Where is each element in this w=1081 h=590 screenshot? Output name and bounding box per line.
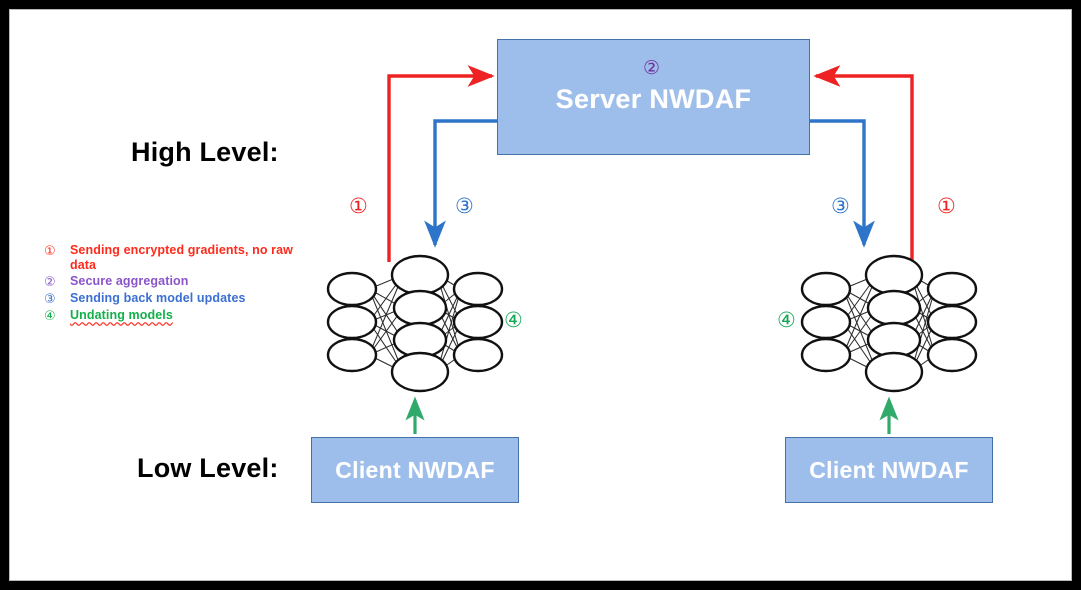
client-nwdaf-box-right[interactable]: Client NWDAF (785, 437, 993, 503)
step-marker-1-right: ① (937, 194, 956, 218)
legend-marker-1: ① (44, 244, 56, 259)
legend-label-4: Undating models (70, 308, 173, 322)
arrow-red-right-upload (813, 65, 914, 262)
client-nwdaf-box-left[interactable]: Client NWDAF (311, 437, 519, 503)
legend: ① Sending encrypted gradients, no raw da… (44, 243, 306, 325)
client-nwdaf-label-left: Client NWDAF (335, 456, 495, 483)
step-marker-4-right: ④ (777, 308, 796, 332)
legend-item: ③ Sending back model updates (44, 291, 306, 307)
legend-marker-4: ④ (44, 309, 56, 324)
arrow-blue-left-download (424, 119, 497, 248)
client-nwdaf-label-right: Client NWDAF (809, 456, 969, 483)
legend-item: ① Sending encrypted gradients, no raw da… (44, 243, 306, 273)
legend-label-3: Sending back model updates (70, 291, 246, 305)
server-nwdaf-box[interactable]: Server NWDAF (497, 39, 810, 155)
server-nwdaf-label: Server NWDAF (555, 84, 752, 114)
high-level-label: High Level: (131, 137, 279, 167)
legend-marker-3: ③ (44, 292, 56, 307)
legend-item: ④ Undating models (44, 308, 306, 324)
arrow-red-left-upload (387, 65, 495, 262)
neural-network-right (800, 254, 978, 393)
step-marker-4-left: ④ (504, 308, 523, 332)
step-marker-1-left: ① (349, 194, 368, 218)
arrow-blue-right-download (810, 119, 875, 248)
low-level-label: Low Level: (137, 453, 279, 483)
step-marker-2-server: ② (643, 57, 661, 79)
legend-label-1: Sending encrypted gradients, no raw data (70, 243, 293, 272)
legend-item: ② Secure aggregation (44, 274, 306, 290)
legend-marker-2: ② (44, 275, 56, 290)
step-marker-3-right: ③ (831, 194, 850, 218)
neural-network-left (326, 254, 504, 393)
step-marker-3-left: ③ (455, 194, 474, 218)
legend-label-2: Secure aggregation (70, 274, 189, 288)
